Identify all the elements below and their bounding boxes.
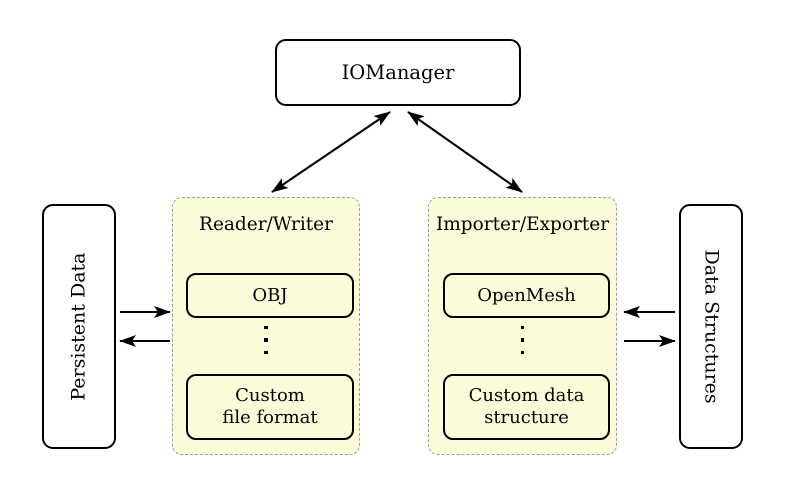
leaf-custom-data-structure-label: Custom data structure <box>468 385 585 428</box>
ellipsis-dot <box>520 338 525 342</box>
leaf-obj-label: OBJ <box>252 284 288 306</box>
leaf-obj[interactable]: OBJ <box>186 273 354 318</box>
leaf-openmesh[interactable]: OpenMesh <box>443 273 610 318</box>
leaf-custom-data-structure[interactable]: Custom data structure <box>443 374 610 440</box>
node-data-structures[interactable]: Data Structures <box>679 204 743 449</box>
ellipsis-dot <box>520 326 525 330</box>
arrow-iomanager-importerexporter <box>407 111 523 193</box>
node-iomanager-label: IOManager <box>341 60 455 84</box>
group-reader-writer[interactable]: Reader/Writer OBJ Custom file format <box>172 197 360 455</box>
ellipsis-dot <box>264 350 268 355</box>
node-iomanager[interactable]: IOManager <box>275 39 521 106</box>
node-persistent-data-label: Persistent Data <box>67 252 90 401</box>
node-persistent-data[interactable]: Persistent Data <box>42 204 116 449</box>
node-data-structures-label: Data Structures <box>700 249 723 404</box>
ellipsis-dot <box>520 350 525 355</box>
ellipsis-dot <box>264 338 268 342</box>
group-importer-exporter[interactable]: Importer/Exporter OpenMesh Custom data s… <box>428 197 617 455</box>
ellipsis-reader-writer <box>173 326 359 355</box>
arrow-iomanager-readerwriter <box>271 111 391 193</box>
ellipsis-importer-exporter <box>429 326 616 355</box>
group-importer-exporter-title: Importer/Exporter <box>435 214 610 235</box>
ellipsis-dot <box>264 326 268 330</box>
leaf-custom-file-format-label: Custom file format <box>222 385 318 428</box>
group-reader-writer-title: Reader/Writer <box>199 214 333 235</box>
leaf-openmesh-label: OpenMesh <box>477 284 576 306</box>
leaf-custom-file-format[interactable]: Custom file format <box>186 374 354 440</box>
